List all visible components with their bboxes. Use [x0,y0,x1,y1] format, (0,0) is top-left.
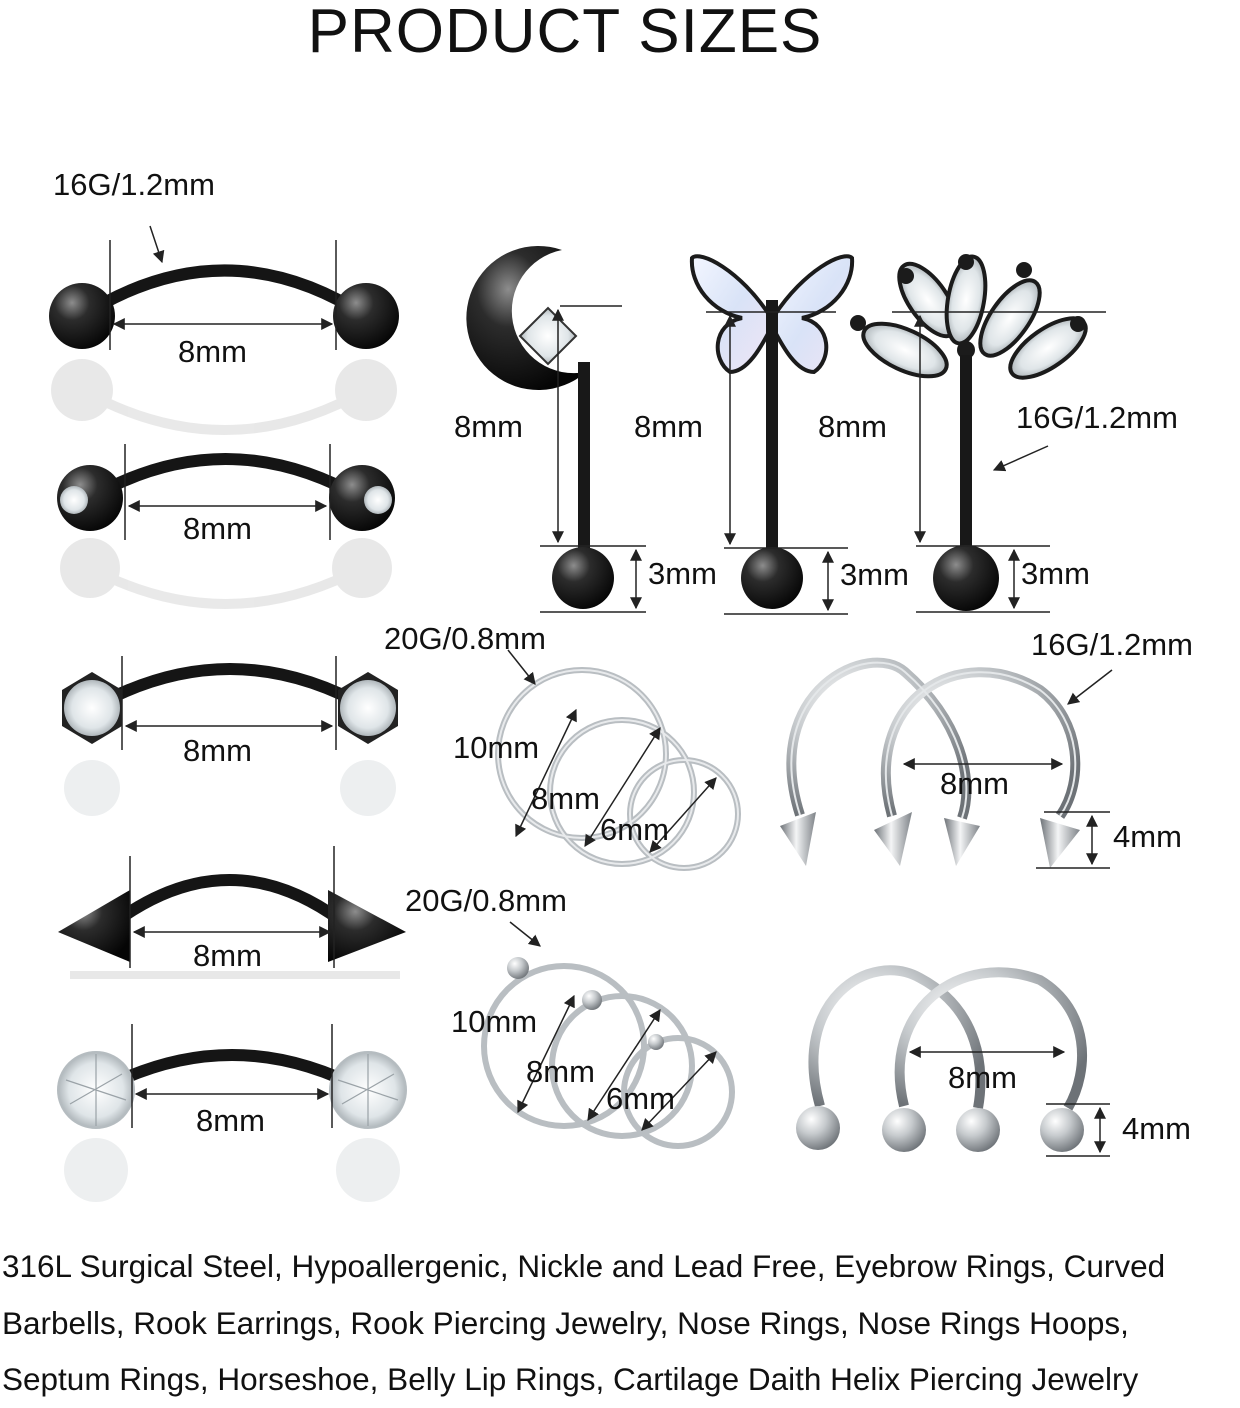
horseshoe-ball-end-label: 4mm [1122,1111,1191,1146]
captive-diameter-6: 6mm [606,1081,675,1116]
page-title: PRODUCT SIZES [307,0,823,66]
seamless-gauge-label: 20G/0.8mm [384,621,546,656]
seamless-diameter-10: 10mm [453,730,540,765]
horseshoe-spike-end-label: 4mm [1113,819,1182,854]
black-ball-barbell [49,225,399,435]
black-spike-barbell [58,846,406,979]
left-length-label-1: 8mm [178,334,247,369]
black-gem-barbell [57,444,395,609]
captive-gauge-label: 20G/0.8mm [405,883,567,918]
left-length-label-5: 8mm [196,1103,265,1138]
moon-length-label: 8mm [454,409,523,444]
butterfly-ball-label: 3mm [840,557,909,592]
horseshoe-ball [796,965,1110,1157]
left-gauge-label: 16G/1.2mm [53,167,215,202]
butterfly-length-label: 8mm [634,409,703,444]
left-length-label-4: 8mm [193,938,262,973]
captive-bead-hoops [481,921,735,1149]
moon-barbell [466,246,646,613]
reflection [51,359,397,435]
horseshoe-ball-width-label: 8mm [948,1060,1017,1095]
left-length-label-2: 8mm [183,511,252,546]
captive-diameter-8: 8mm [526,1054,595,1089]
moon-ball-label: 3mm [648,556,717,591]
seamless-diameter-6: 6mm [600,812,669,847]
left-length-label-3: 8mm [183,733,252,768]
horseshoe-spike-gauge-label: 16G/1.2mm [1031,627,1193,662]
horseshoe-spike-width-label: 8mm [940,766,1009,801]
product-description: 316L Surgical Steel, Hypoallergenic, Nic… [2,1248,1166,1397]
butterfly-barbell [689,254,855,615]
captive-diameter-10: 10mm [451,1004,538,1039]
top-right-gauge-label: 16G/1.2mm [1016,400,1178,435]
product-illustration [49,225,1113,1202]
crown-ball-label: 3mm [1021,556,1090,591]
marquise-crown-barbell [850,254,1106,613]
crystal-ball-barbell [57,1024,407,1202]
horseshoe-spike [780,657,1113,869]
crown-length-label: 8mm [818,409,887,444]
prong-cz-barbell [62,656,398,816]
seamless-hoops [495,649,741,871]
seamless-diameter-8: 8mm [531,781,600,816]
